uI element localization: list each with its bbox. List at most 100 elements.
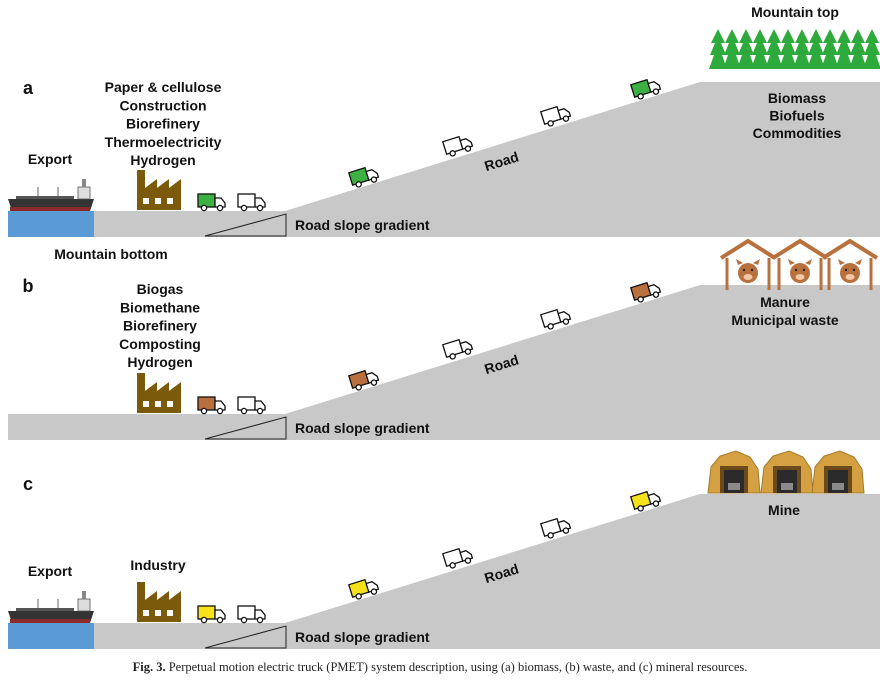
slope-gradient-marker (204, 213, 287, 237)
ship-deck (16, 196, 74, 199)
pine-tree-icon (765, 29, 783, 69)
ground (8, 285, 880, 440)
factory-window (155, 401, 161, 407)
ship-waterline (10, 207, 90, 211)
truck-wheel (216, 407, 224, 415)
resource-label: Commodities (753, 125, 842, 141)
truck-cargo (197, 396, 216, 411)
truck-wheel (355, 384, 362, 391)
truck-wheel (216, 616, 224, 624)
pig-ear (838, 259, 845, 265)
pine-tree-icon (849, 29, 867, 69)
caption-label: Fig. 3. (132, 660, 166, 674)
truck-cargo (197, 193, 216, 208)
truck-empty (237, 605, 266, 624)
use-label: Composting (119, 336, 201, 352)
export-label: Export (28, 151, 73, 167)
ship-deck (16, 608, 74, 611)
truck-wheel (200, 616, 208, 624)
panel-letter: c (23, 474, 33, 494)
truck-wheel (464, 348, 472, 355)
factory-window (155, 198, 161, 204)
factory-window (143, 401, 149, 407)
slope-label: Road slope gradient (295, 629, 430, 645)
ship-funnel (82, 179, 86, 187)
pine-tree-icon (821, 29, 839, 69)
resource-label: Manure (760, 294, 810, 310)
pine-tree-icon (807, 29, 825, 69)
truck-wheel (547, 323, 554, 330)
water (8, 211, 94, 237)
slope-gradient-marker (204, 625, 287, 649)
truck-wheel (240, 616, 248, 624)
mine-beam (824, 466, 852, 470)
truck-wheel (637, 93, 644, 100)
truck-cab (214, 197, 226, 208)
truck-wheel (200, 407, 208, 415)
use-label: Hydrogen (130, 152, 195, 168)
truck-empty (441, 135, 474, 157)
truck-wheel (547, 120, 554, 127)
truck-empty (237, 193, 266, 212)
pig-barn-icon (821, 238, 879, 290)
mine-post (824, 466, 828, 493)
mine-cart (728, 483, 740, 490)
mine-post (720, 466, 724, 493)
truck-wheel (355, 181, 362, 188)
resource-label: Mine (768, 502, 800, 518)
truck-wheel (464, 557, 472, 564)
truck-wheel (562, 527, 570, 534)
truck-wheel (370, 588, 378, 595)
mine-post (797, 466, 801, 493)
pine-tree-icon (737, 29, 755, 69)
use-label: Hydrogen (127, 354, 192, 370)
truck-wheel (370, 176, 378, 183)
use-label: Biorefinery (126, 116, 200, 132)
use-label: Paper & cellulose (105, 79, 222, 95)
barn-roof (719, 238, 777, 260)
pine-tree-icon (723, 29, 741, 69)
factory-window (155, 610, 161, 616)
truck-wheel (652, 291, 660, 298)
truck-empty (539, 308, 572, 330)
mine-beam (720, 466, 748, 470)
truck-wheel (256, 204, 264, 212)
truck-empty (441, 547, 474, 569)
mine-post (848, 466, 852, 493)
truck-loaded (197, 396, 226, 415)
mine-beam (773, 466, 801, 470)
mountain-top-label: Mountain top (751, 4, 839, 20)
panel-letter: a (23, 78, 34, 98)
pine-tree-icon (709, 29, 727, 69)
truck-cab (254, 400, 266, 411)
pig-snout (795, 274, 805, 280)
truck-empty (441, 338, 474, 360)
pig-snout (845, 274, 855, 280)
pine-tree-icon (863, 29, 880, 69)
figure-caption: Fig. 3. Perpetual motion electric truck … (0, 660, 880, 675)
water (8, 623, 94, 649)
barn-roof (821, 238, 879, 260)
truck-wheel (464, 145, 472, 152)
use-label: Industry (130, 557, 185, 573)
pine-tree-icon (779, 29, 797, 69)
truck-wheel (240, 407, 248, 415)
truck-cargo (237, 193, 256, 208)
pig-ear (788, 259, 795, 265)
slope-label: Road slope gradient (295, 420, 430, 436)
pig-ear (736, 259, 743, 265)
truck-loaded (197, 193, 226, 212)
pig-head-icon (790, 263, 810, 283)
pig-ear (805, 259, 812, 265)
pig-head-icon (840, 263, 860, 283)
slope-label: Road slope gradient (295, 217, 430, 233)
pig-eye (852, 268, 856, 272)
truck-loaded (629, 281, 662, 303)
mine-entrance-icon (811, 450, 865, 494)
truck-cab (254, 609, 266, 620)
panel-letter: b (23, 276, 34, 296)
pine-forest-icon (709, 29, 880, 69)
